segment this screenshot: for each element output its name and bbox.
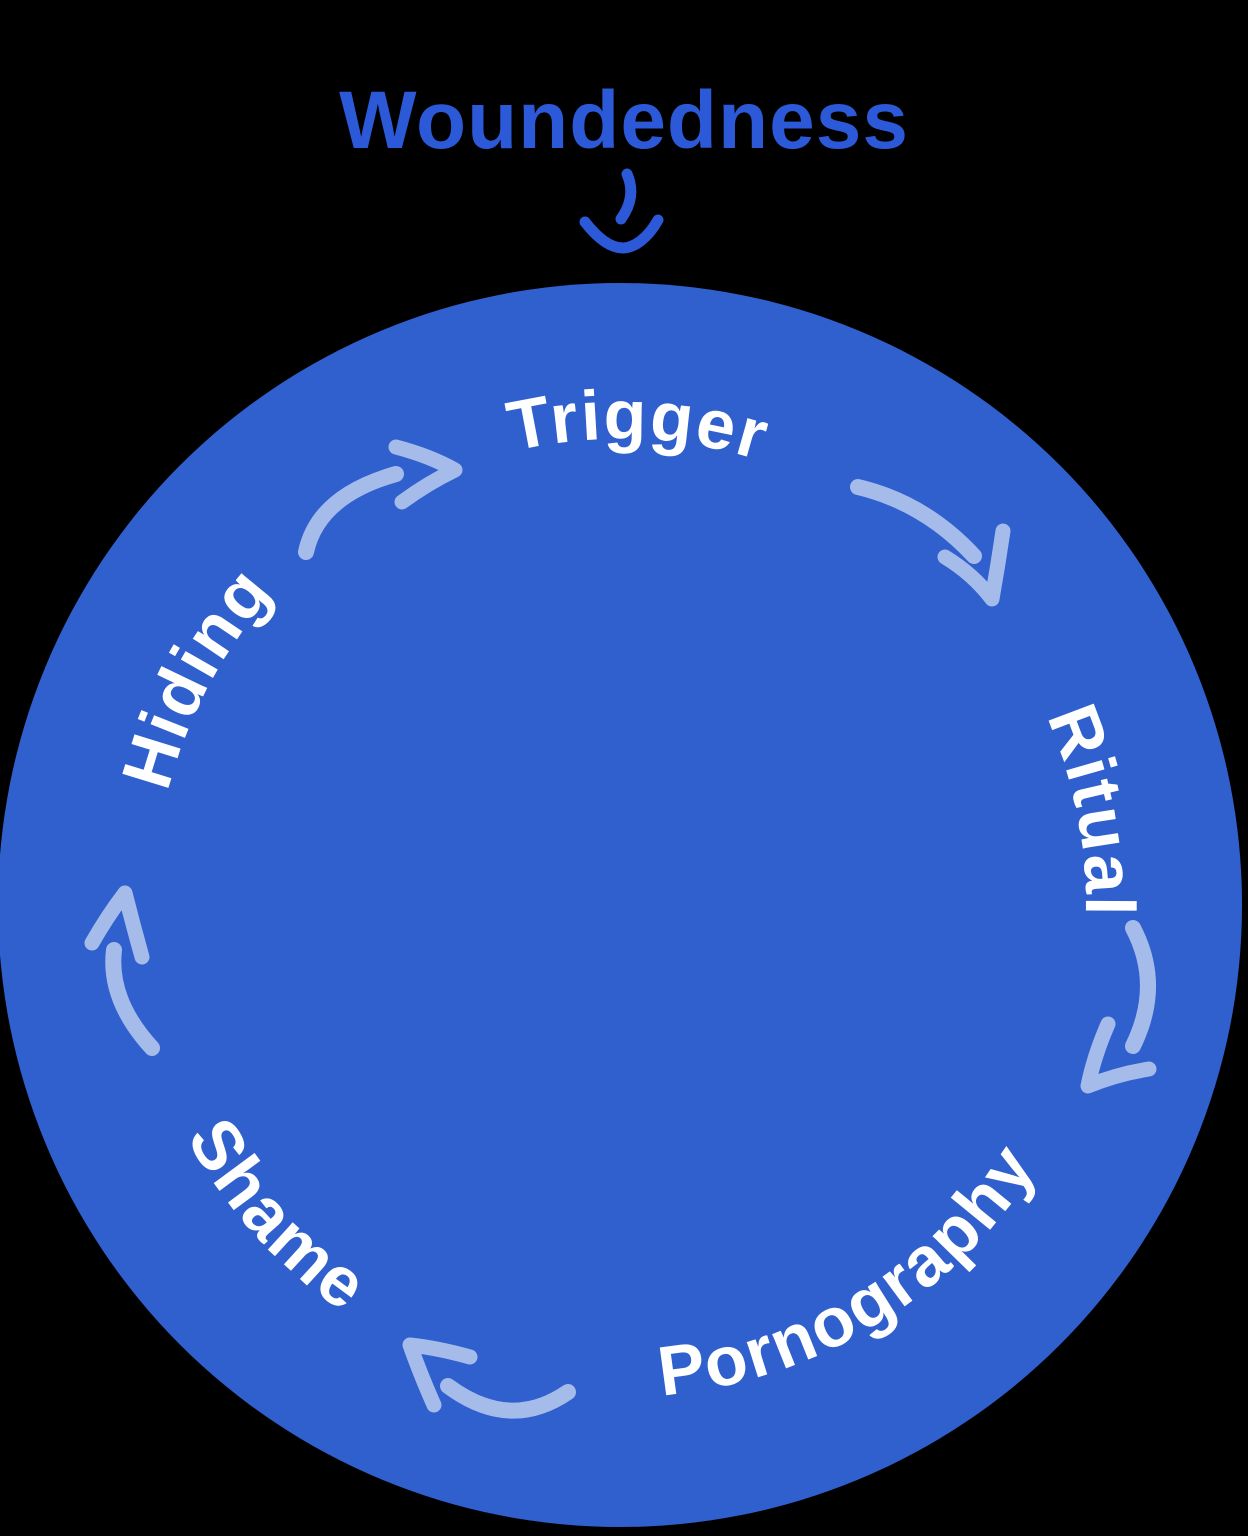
- down-arrow-icon: [579, 168, 664, 254]
- flow-arrow-trigger-to-ritual-icon: [850, 479, 1011, 607]
- flow-arrow-shame-to-hiding-icon: [84, 885, 160, 1056]
- flow-arrow-hiding-to-trigger-icon: [298, 439, 463, 560]
- cycle-circle: [0, 283, 1242, 1527]
- flow-arrow-ritual-to-pornography-icon: [1080, 920, 1157, 1094]
- page-title: Woundedness: [339, 75, 909, 166]
- flow-arrow-pornography-to-shame-icon: [402, 1337, 576, 1419]
